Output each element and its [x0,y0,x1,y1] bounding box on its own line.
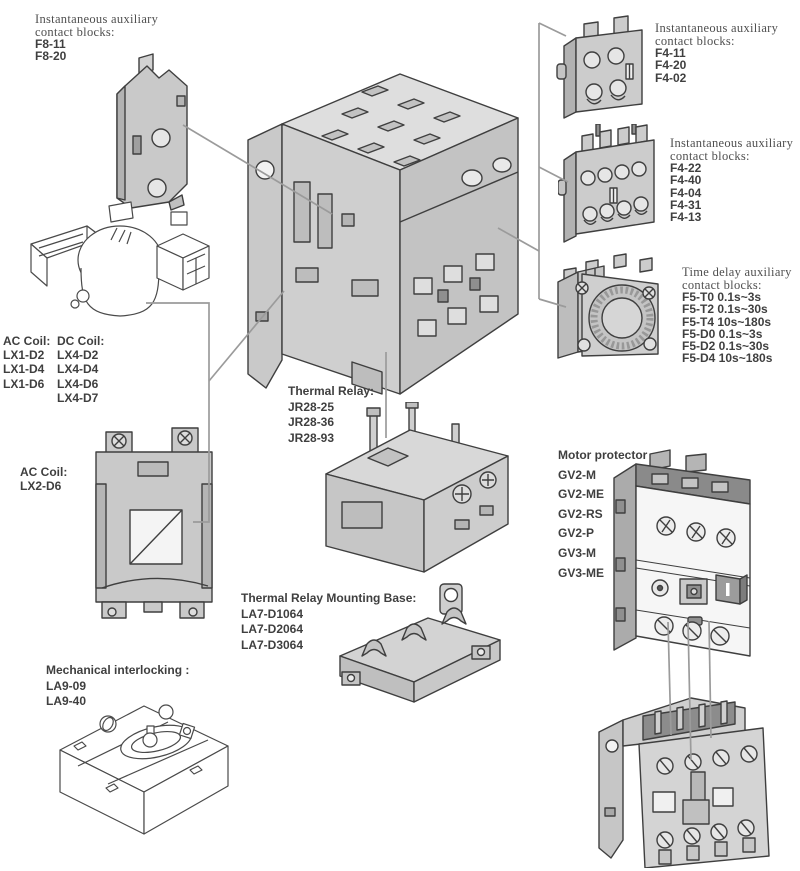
model-number: F8-11 [35,37,66,52]
model-number: GV3-ME [558,565,605,580]
f4-large-block-image [558,124,663,246]
label-mounting-base-header: Thermal Relay Mounting Base: [241,591,417,605]
model-number: LX1-D2 [3,348,45,363]
model-number: LA7-D3064 [241,637,304,652]
lx1-coil-image [25,200,215,335]
label-time-delay: Time delay auxiliary contact blocks: F5-… [682,265,792,366]
model-number: LA9-40 [46,694,87,709]
small-contactor-image [595,688,780,868]
label-time-delay-header: Time delay auxiliary contact blocks: [682,265,792,292]
label-ac-coil-lx2: AC Coil: LX2-D6 [20,465,68,493]
label-aux-f4-small-header: Instantaneous auxiliary contact blocks: [655,21,779,48]
label-motor-protector-header: Motor protector [558,448,648,462]
model-number: GV2-ME [558,487,605,502]
mechanical-interlock-image [48,688,238,848]
label-ac-coil-lx2-header: AC Coil: [20,465,68,479]
model-number: F4-31 [670,197,702,212]
model-number: F4-04 [670,185,702,200]
model-number: LX4-D7 [57,390,99,405]
label-interlock-header: Mechanical interlocking : [46,663,190,677]
model-number: F5-D2 0.1s~30s [682,339,770,353]
label-aux-f8-header: Instantaneous auxiliary contact blocks: [35,12,159,39]
model-number: F5-T0 0.1s~3s [682,290,762,305]
model-number: JR28-93 [288,430,335,445]
model-number: F4-22 [670,161,702,176]
label-aux-f4-small: Instantaneous auxiliary contact blocks: … [655,22,778,84]
label-ac-coil-lx1-header: AC Coil: [3,334,51,348]
label-thermal-relay-header: Thermal Relay: [288,384,375,398]
model-number: GV3-M [558,545,597,560]
model-number: F5-D0 0.1s~3s [682,326,763,341]
model-number: LX1-D6 [3,376,45,391]
model-number: F4-02 [655,70,687,85]
model-number: GV2-RS [558,506,603,521]
model-number: LX4-D4 [57,362,99,377]
label-aux-f8: Instantaneous auxiliary contact blocks: … [35,13,158,63]
motor-protector-image [610,442,770,657]
label-ac-coil-lx1: AC Coil: LX1-D2 LX1-D4 LX1-D6 [3,334,50,391]
model-number: F4-20 [655,58,687,73]
model-number: LA9-09 [46,678,87,693]
model-number: F4-11 [655,46,686,61]
label-aux-f4-large-header: Instantaneous auxiliary contact blocks: [670,136,794,163]
thermal-relay-image [312,402,517,577]
label-motor-protector: Motor protector GV2-M GV2-ME GV2-RS GV2-… [558,446,647,583]
model-number: F5-D4 10s~180s [682,351,773,366]
model-number: F5-T4 10s~180s [682,314,772,329]
time-delay-block-image [552,252,664,362]
f4-small-block-image [556,12,656,120]
model-number: F4-40 [670,173,702,188]
label-interlock: Mechanical interlocking : LA9-09 LA9-40 [46,663,189,710]
model-number: F5-T2 0.1s~30s [682,302,768,317]
label-mounting-base: Thermal Relay Mounting Base: LA7-D1064 L… [241,591,416,653]
model-number: LX1-D4 [3,362,45,377]
model-number: F8-20 [35,49,67,64]
model-number: GV2-P [558,526,595,541]
model-number: LX4-D6 [57,376,99,391]
main-contactor-image [232,62,522,397]
f8-contact-block-image [95,52,205,214]
label-dc-coil-lx4-header: DC Coil: [57,334,105,348]
model-number: LX4-D2 [57,348,99,363]
model-number: JR28-36 [288,415,335,430]
model-number: LA7-D2064 [241,622,304,637]
model-number: F4-13 [670,210,702,224]
model-number: LA7-D1064 [241,606,304,621]
mounting-base-image [332,582,507,707]
label-thermal-relay: Thermal Relay: JR28-25 JR28-36 JR28-93 [288,384,374,446]
label-dc-coil-lx4: DC Coil: LX4-D2 LX4-D4 LX4-D6 LX4-D7 [57,334,104,405]
label-aux-f4-large: Instantaneous auxiliary contact blocks: … [670,136,794,224]
model-number: LX2-D6 [20,478,62,493]
model-number: GV2-M [558,467,597,482]
lx2-coil-image [72,422,237,627]
model-number: JR28-25 [288,399,335,414]
